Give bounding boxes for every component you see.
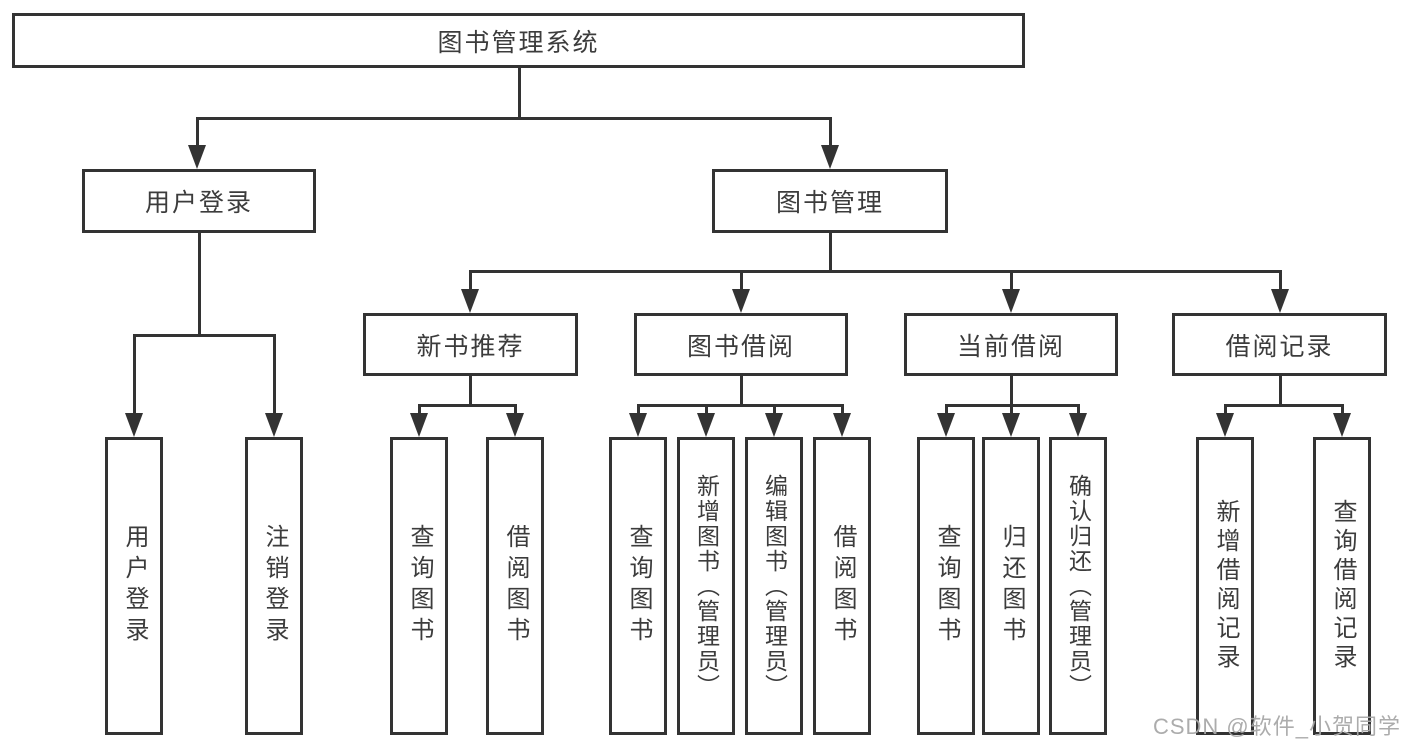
connector-line xyxy=(637,404,640,416)
connector-line xyxy=(1224,404,1343,407)
connector-line xyxy=(469,270,472,292)
connector-line xyxy=(1224,404,1227,416)
node-current-borrowing: 当前借阅 xyxy=(904,313,1118,376)
connector-line xyxy=(1279,270,1282,292)
node-new-book-recommend: 新书推荐 xyxy=(363,313,578,376)
connector-line xyxy=(514,404,517,416)
leaf-user-login: 用户登录 xyxy=(105,437,163,735)
connector-line xyxy=(740,270,743,292)
node-borrowing-records: 借阅记录 xyxy=(1172,313,1387,376)
node-user-login: 用户登录 xyxy=(82,169,316,233)
leaf-label: 借阅图书 xyxy=(502,524,529,648)
connector-line xyxy=(705,404,708,416)
leaf-label: 确认归还（管理员） xyxy=(1065,473,1092,699)
connector-line xyxy=(1010,404,1013,416)
watermark-text: CSDN @软件_小贺同学 xyxy=(1152,714,1401,739)
connector-line xyxy=(740,376,743,407)
node-library-system: 图书管理系统 xyxy=(12,13,1025,68)
arrow-down-icon xyxy=(1002,413,1020,437)
connector-line xyxy=(1341,404,1344,416)
leaf-query-books-borrowing: 查询图书 xyxy=(609,437,667,735)
arrow-down-icon xyxy=(1216,413,1234,437)
connector-line xyxy=(637,404,843,407)
leaf-query-books-recommend: 查询图书 xyxy=(390,437,448,735)
arrow-down-icon xyxy=(765,413,783,437)
connector-line xyxy=(273,334,276,416)
leaf-label: 归还图书 xyxy=(998,524,1025,648)
connector-line xyxy=(1279,376,1282,407)
leaf-query-borrow-record: 查询借阅记录 xyxy=(1313,437,1371,735)
arrow-down-icon xyxy=(265,413,283,437)
arrow-down-icon xyxy=(188,145,206,169)
arrow-down-icon xyxy=(1271,289,1289,313)
connector-line xyxy=(1077,404,1080,416)
leaf-label: 用户登录 xyxy=(121,524,148,648)
leaf-return-books: 归还图书 xyxy=(982,437,1040,735)
leaf-label: 查询图书 xyxy=(933,524,960,648)
connector-line xyxy=(829,233,832,273)
node-book-borrowing: 图书借阅 xyxy=(634,313,848,376)
leaf-label: 借阅图书 xyxy=(829,524,856,648)
arrow-down-icon xyxy=(461,289,479,313)
connector-line xyxy=(133,334,276,337)
leaf-query-books-current: 查询图书 xyxy=(917,437,975,735)
leaf-edit-book-admin: 编辑图书（管理员） xyxy=(745,437,803,735)
leaf-borrow-books-borrowing: 借阅图书 xyxy=(813,437,871,735)
node-book-management: 图书管理 xyxy=(712,169,948,233)
arrow-down-icon xyxy=(125,413,143,437)
leaf-label: 查询图书 xyxy=(625,524,652,648)
arrow-down-icon xyxy=(1333,413,1351,437)
connector-line xyxy=(1010,376,1013,407)
connector-line xyxy=(773,404,776,416)
connector-line xyxy=(1010,270,1013,292)
leaf-add-book-admin: 新增图书（管理员） xyxy=(677,437,735,735)
connector-line xyxy=(469,270,1282,273)
leaf-logout: 注销登录 xyxy=(245,437,303,735)
connector-line xyxy=(841,404,844,416)
connector-line xyxy=(196,117,199,149)
leaf-label: 查询图书 xyxy=(406,524,433,648)
connector-line xyxy=(829,117,832,149)
leaf-label: 注销登录 xyxy=(261,524,288,648)
arrow-down-icon xyxy=(1069,413,1087,437)
arrow-down-icon xyxy=(697,413,715,437)
leaf-label: 查询借阅记录 xyxy=(1329,499,1356,673)
arrow-down-icon xyxy=(833,413,851,437)
connector-line xyxy=(196,117,832,120)
arrow-down-icon xyxy=(821,145,839,169)
connector-line xyxy=(518,66,521,119)
arrow-down-icon xyxy=(1002,289,1020,313)
connector-line xyxy=(469,376,472,407)
leaf-label: 编辑图书（管理员） xyxy=(761,473,788,699)
arrow-down-icon xyxy=(629,413,647,437)
connector-line xyxy=(418,404,517,407)
leaf-add-borrow-record: 新增借阅记录 xyxy=(1196,437,1254,735)
leaf-label: 新增借阅记录 xyxy=(1212,499,1239,673)
connector-line xyxy=(133,334,136,416)
connector-line xyxy=(945,404,948,416)
leaf-borrow-books-recommend: 借阅图书 xyxy=(486,437,544,735)
leaf-label: 新增图书（管理员） xyxy=(693,473,720,699)
arrow-down-icon xyxy=(506,413,524,437)
leaf-confirm-return-admin: 确认归还（管理员） xyxy=(1049,437,1107,735)
arrow-down-icon xyxy=(732,289,750,313)
arrow-down-icon xyxy=(410,413,428,437)
arrow-down-icon xyxy=(937,413,955,437)
connector-line xyxy=(418,404,421,416)
connector-line xyxy=(198,233,201,337)
